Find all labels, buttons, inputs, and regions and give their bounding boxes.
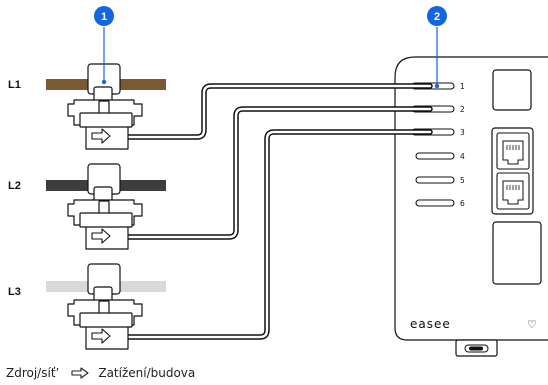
phase-cable-l2: L2 xyxy=(8,180,166,192)
legend-load-label: Zatížení/budova xyxy=(98,366,196,380)
port-numbers: 1 2 3 4 5 6 xyxy=(460,82,465,208)
ct-clamp-l1 xyxy=(67,63,143,150)
ct-wires xyxy=(123,83,433,340)
callout-2: 2 xyxy=(427,6,447,89)
callout-number-1: 1 xyxy=(101,11,107,23)
port-number: 5 xyxy=(460,176,465,185)
heart-icon: ♡ xyxy=(527,318,537,331)
legend-source-label: Zdroj/síť’ xyxy=(6,366,60,380)
brand-logo: easee xyxy=(410,317,451,331)
port-number: 3 xyxy=(460,128,465,137)
port-number: 1 xyxy=(460,82,465,91)
port-number: 4 xyxy=(460,152,465,161)
phase-label-l2: L2 xyxy=(8,180,21,192)
callout-number-2: 2 xyxy=(434,11,440,23)
current-transformer-diagram: 1 2 3 4 5 6 easee ♡ L1 L2 L3 xyxy=(8,6,548,357)
phase-cable-l1: L1 xyxy=(8,79,166,91)
phase-label-l1: L1 xyxy=(8,79,21,91)
phase-cable-l3: L3 xyxy=(8,281,166,298)
port-number: 6 xyxy=(460,199,465,208)
arrow-right-outline-icon xyxy=(71,367,89,379)
port-number: 2 xyxy=(460,105,465,114)
ct-clamp-l2 xyxy=(67,163,143,250)
meter-device: 1 2 3 4 5 6 easee ♡ xyxy=(394,56,548,357)
legend: Zdroj/síť’ Zatížení/budova xyxy=(6,364,195,382)
ct-clamp-l3 xyxy=(67,263,143,350)
callout-1: 1 xyxy=(94,6,114,85)
network-ports xyxy=(491,127,534,215)
phase-label-l3: L3 xyxy=(8,286,21,298)
